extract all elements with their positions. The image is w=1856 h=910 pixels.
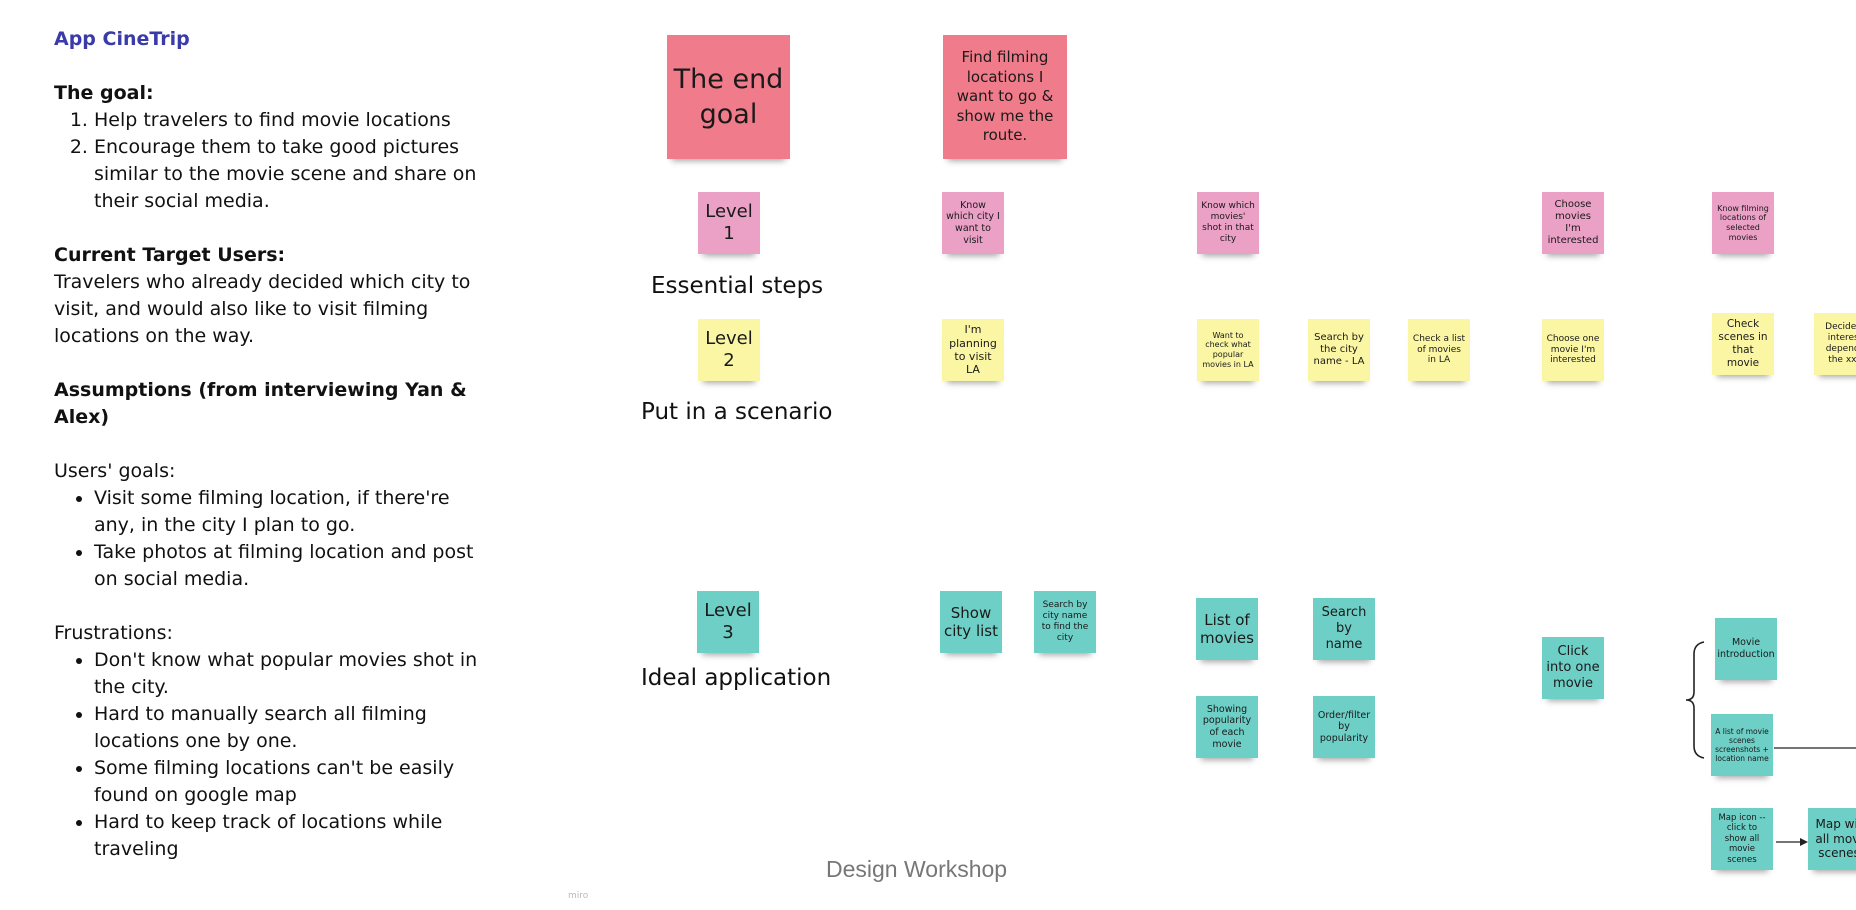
goal-list: Help travelers to find movie locations E… xyxy=(54,107,494,215)
l3-sticky-click-into-movie[interactable]: Click into one movie xyxy=(1542,637,1604,699)
end-goal-sticky[interactable]: The end goal xyxy=(667,35,790,159)
level-1-caption: Essential steps xyxy=(651,273,824,299)
l1-sticky-choose-movies[interactable]: Choose movies I'm interested xyxy=(1542,192,1604,254)
l3-sticky-list-of-movies[interactable]: List of movies xyxy=(1196,598,1258,660)
l1-sticky-movies-shot[interactable]: Know which movies' shot in that city xyxy=(1197,192,1259,254)
frustration-item: Don't know what popular movies shot in t… xyxy=(94,647,494,701)
bracket-connector xyxy=(1685,641,1705,759)
miro-watermark: miro xyxy=(568,891,589,901)
l3-sticky-map-with-scenes[interactable]: Map wit all movi scenes xyxy=(1808,808,1856,870)
frustrations-label: Frustrations: xyxy=(54,622,173,644)
l2-sticky-choose-one-movie[interactable]: Choose one movie I'm interested xyxy=(1542,319,1604,381)
board-footer-title: Design Workshop xyxy=(826,856,1008,882)
l3-sticky-show-city-list[interactable]: Show city list xyxy=(940,591,1002,653)
frustration-item: Some filming locations can't be easily f… xyxy=(94,755,494,809)
l2-sticky-search-city[interactable]: Search by the city name - LA xyxy=(1308,319,1370,381)
app-title: App CineTrip xyxy=(54,28,190,50)
l3-sticky-search-by-name[interactable]: Search by name xyxy=(1313,598,1375,660)
l3-sticky-search-city-name[interactable]: Search by city name to find the city xyxy=(1034,591,1096,653)
end-goal-statement-sticky[interactable]: Find filming locations I want to go & sh… xyxy=(943,35,1067,159)
level-1-sticky[interactable]: Level 1 xyxy=(698,192,760,254)
level-2-caption: Put in a scenario xyxy=(641,399,833,425)
l2-sticky-check-list[interactable]: Check a list of movies in LA xyxy=(1408,319,1470,381)
frustrations-list: Don't know what popular movies shot in t… xyxy=(54,647,494,863)
level-2-sticky[interactable]: Level 2 xyxy=(698,319,760,381)
l3-sticky-map-icon[interactable]: Map icon -- click to show all movie scen… xyxy=(1711,808,1773,870)
assumptions-heading: Assumptions (from interviewing Yan & Ale… xyxy=(54,379,467,428)
notes-text-block[interactable]: App CineTrip The goal: Help travelers to… xyxy=(54,26,494,863)
goal-item: Help travelers to find movie locations xyxy=(94,107,494,134)
target-users-heading: Current Target Users: xyxy=(54,244,286,266)
users-goals-label: Users' goals: xyxy=(54,460,176,482)
l2-sticky-popular-movies[interactable]: Want to check what popular movies in LA xyxy=(1197,319,1259,381)
l2-sticky-planning-la[interactable]: I'm planning to visit LA xyxy=(942,319,1004,381)
goal-heading: The goal: xyxy=(54,82,154,104)
users-goal-item: Visit some filming location, if there're… xyxy=(94,485,494,539)
users-goal-item: Take photos at filming location and post… xyxy=(94,539,494,593)
level-3-sticky[interactable]: Level 3 xyxy=(697,591,759,653)
target-users-text: Travelers who already decided which city… xyxy=(54,271,471,347)
l1-sticky-city[interactable]: Know which city I want to visit xyxy=(942,192,1004,254)
l3-sticky-movie-introduction[interactable]: Movie introduction xyxy=(1715,618,1777,680)
arrowhead-icon xyxy=(1800,838,1808,846)
users-goals-list: Visit some filming location, if there're… xyxy=(54,485,494,593)
l2-sticky-check-scenes[interactable]: Check scenes in that movie xyxy=(1712,313,1774,375)
l1-sticky-filming-locations[interactable]: Know filming locations of selected movie… xyxy=(1712,192,1774,254)
l3-sticky-showing-popularity[interactable]: Showing popularity of each movie xyxy=(1196,696,1258,758)
level-3-caption: Ideal application xyxy=(641,665,832,691)
l3-sticky-scene-list[interactable]: A list of movie scenes screenshots + loc… xyxy=(1711,714,1773,776)
goal-item: Encourage them to take good pictures sim… xyxy=(94,134,494,215)
l3-sticky-order-filter[interactable]: Order/filter by popularity xyxy=(1313,696,1375,758)
frustration-item: Hard to manually search all filming loca… xyxy=(94,701,494,755)
l2-sticky-decide-interest[interactable]: Decide if interest depends the xxx xyxy=(1814,313,1856,375)
frustration-item: Hard to keep track of locations while tr… xyxy=(94,809,494,863)
